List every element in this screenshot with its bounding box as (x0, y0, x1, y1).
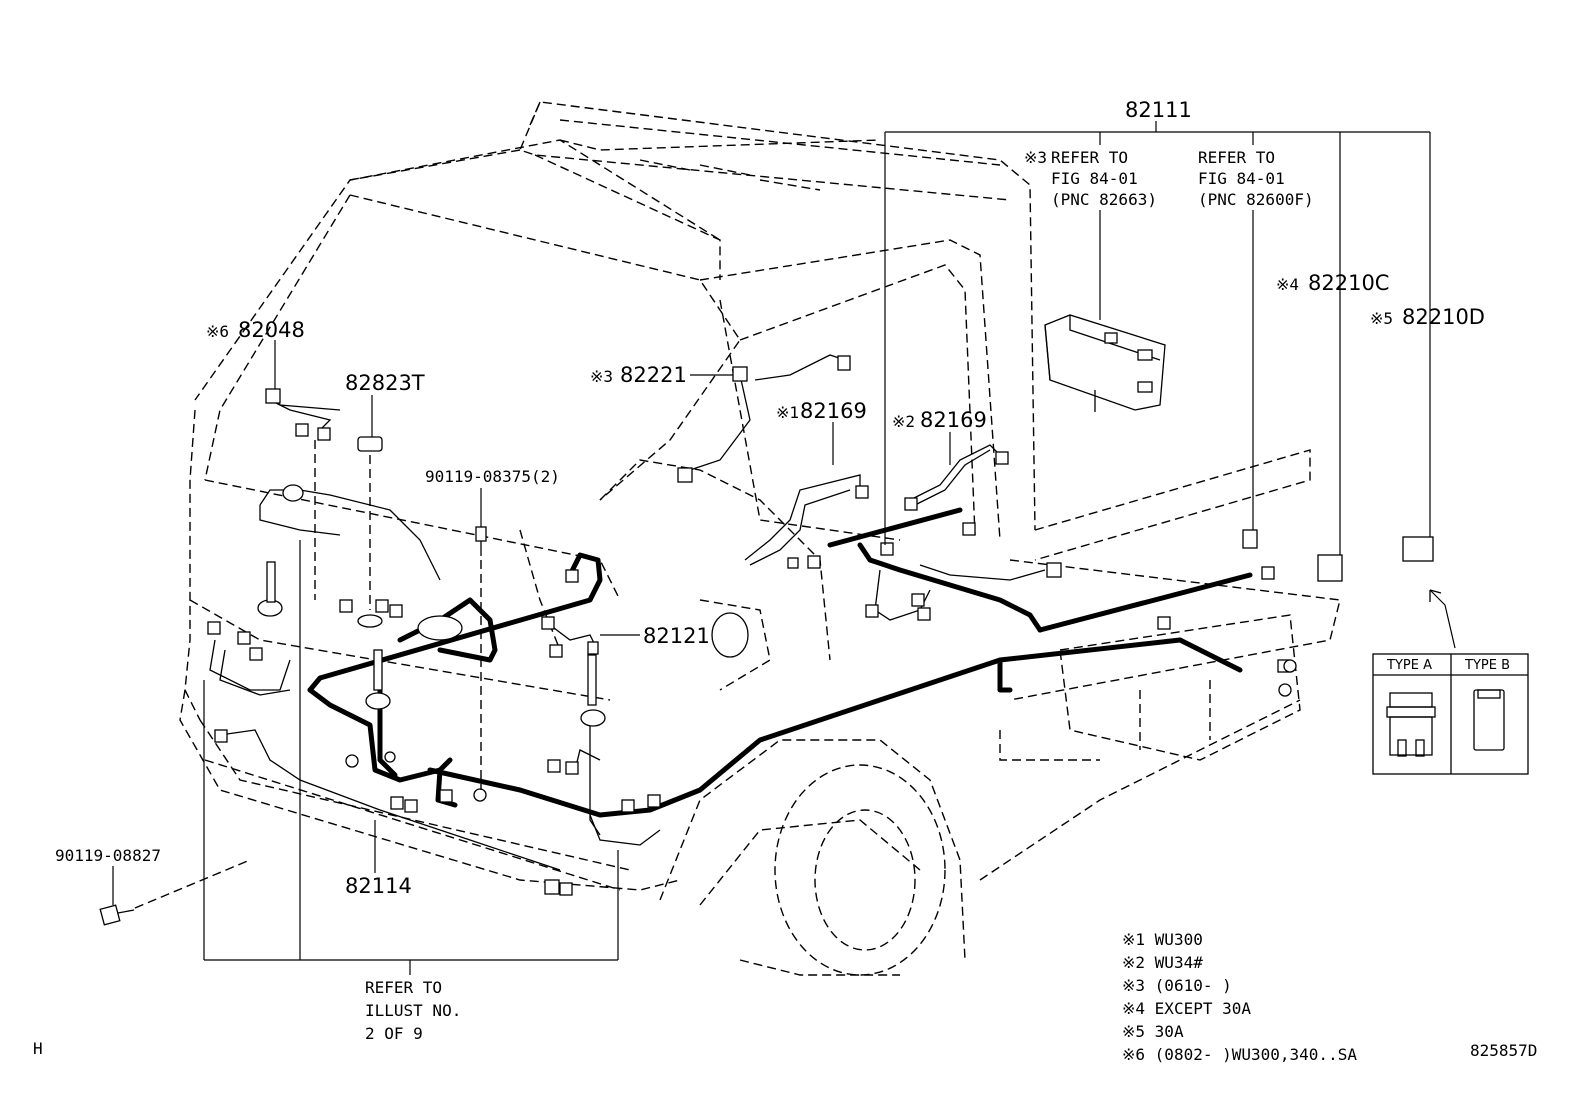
refer-bottom-line3: 2 OF 9 (365, 1024, 423, 1043)
refer-b-line2: FIG 84-01 (1198, 169, 1285, 188)
fuse-type-box (1372, 653, 1529, 775)
label-82221: 82221 (620, 363, 687, 387)
refer-a-line3: (PNC 82663) (1051, 190, 1157, 209)
label-82210d-mark: ※5 (1370, 309, 1393, 328)
refer-bottom-line1: REFER TO (365, 978, 442, 997)
truck-outline (179, 101, 1341, 976)
label-82169a: 82169 (800, 399, 867, 423)
label-82823t: 82823T (345, 371, 425, 395)
label-82210d: 82210D (1402, 305, 1485, 329)
note-3: ※3 (0610- ) (1122, 976, 1232, 995)
type-b-label: TYPE B (1464, 658, 1510, 673)
label-82121: 82121 (643, 624, 710, 648)
note-5: ※5 30A (1122, 1022, 1184, 1041)
label-82169a-mark: ※1 (776, 403, 799, 422)
note-1: ※1 WU300 (1122, 930, 1203, 949)
label-82210c-mark: ※4 (1276, 275, 1299, 294)
label-82114: 82114 (345, 874, 412, 898)
label-82111: 82111 (1125, 98, 1192, 122)
sub-harness (209, 354, 1046, 871)
note-4: ※4 EXCEPT 30A (1122, 999, 1251, 1018)
labels: 82111 ※3 REFER TO FIG 84-01 (PNC 82663) … (33, 98, 1537, 1064)
refer-a-line1: REFER TO (1051, 148, 1128, 167)
label-82169b: 82169 (920, 408, 987, 432)
refer-a-mark: ※3 (1024, 148, 1047, 167)
main-harness (307, 507, 1253, 818)
label-82169b-mark: ※2 (892, 412, 915, 431)
refer-b-line3: (PNC 82600F) (1198, 190, 1314, 209)
label-90119-08827: 90119-08827 (55, 846, 161, 865)
note-6: ※6 (0802- )WU300,340..SA (1122, 1045, 1357, 1064)
label-90119-08375: 90119-08375(2) (425, 467, 560, 486)
label-82210c: 82210C (1308, 271, 1389, 295)
refer-bottom-line2: ILLUST NO. (365, 1001, 461, 1020)
label-82048: 82048 (238, 318, 305, 342)
leader-lines (112, 121, 1456, 975)
note-2: ※2 WU34# (1122, 953, 1203, 972)
refer-a-line2: FIG 84-01 (1051, 169, 1138, 188)
connectors (99, 355, 1434, 926)
diagram-id: 825857D (1470, 1041, 1537, 1060)
type-a-label: TYPE A (1386, 658, 1432, 673)
corner-mark: H (33, 1039, 43, 1058)
label-82048-mark: ※6 (206, 322, 229, 341)
label-82221-mark: ※3 (590, 367, 613, 386)
refer-b-line1: REFER TO (1198, 148, 1275, 167)
ecu-module (1044, 314, 1166, 412)
